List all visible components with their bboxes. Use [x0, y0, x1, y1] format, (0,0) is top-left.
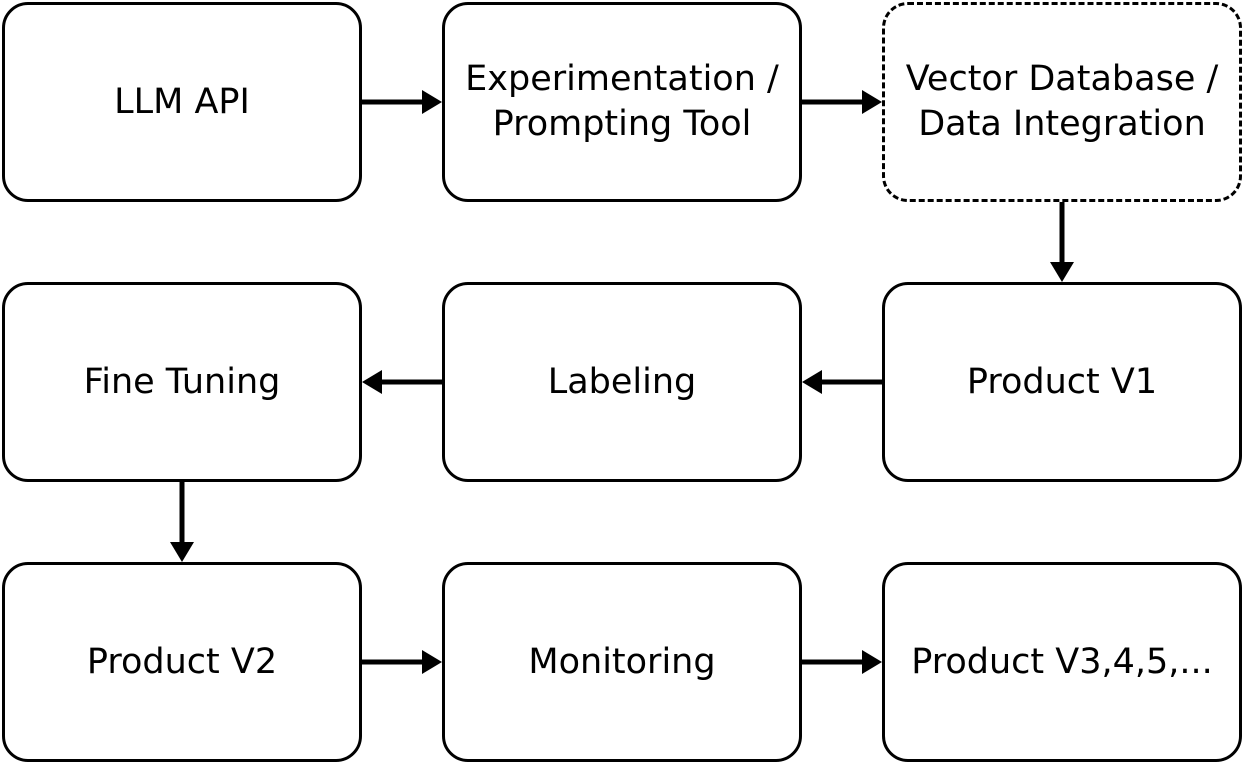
edge-labeling-to-fine-tuning	[362, 370, 442, 394]
edge-product-v1-to-labeling	[802, 370, 882, 394]
arrowhead-icon	[862, 90, 882, 114]
arrowhead-icon	[422, 650, 442, 674]
arrowhead-icon	[802, 370, 822, 394]
node-monitoring: Monitoring	[442, 562, 802, 762]
node-product-v1-label: Product V1	[966, 361, 1158, 402]
node-product-v1: Product V1	[882, 282, 1242, 482]
edge-product-v2-to-monitoring	[362, 650, 442, 674]
arrowhead-icon	[422, 90, 442, 114]
arrowhead-icon	[1050, 262, 1074, 282]
arrowhead-icon	[362, 370, 382, 394]
arrowhead-icon	[862, 650, 882, 674]
node-fine-tuning-label: Fine Tuning	[83, 361, 281, 402]
node-llm-api: LLM API	[2, 2, 362, 202]
node-labeling: Labeling	[442, 282, 802, 482]
node-product-v2-label: Product V2	[86, 641, 278, 682]
arrowhead-icon	[170, 542, 194, 562]
node-experimentation: Experimentation / Prompting Tool	[442, 2, 802, 202]
node-fine-tuning: Fine Tuning	[2, 282, 362, 482]
node-experimentation-label: Experimentation / Prompting Tool	[465, 59, 779, 144]
edge-llm-api-to-experimentation	[362, 90, 442, 114]
node-llm-api-label: LLM API	[114, 81, 250, 122]
node-product-v3: Product V3,4,5,...	[882, 562, 1242, 762]
edge-monitoring-to-product-v3	[802, 650, 882, 674]
node-monitoring-label: Monitoring	[528, 641, 716, 682]
edge-fine-tuning-to-product-v2	[170, 482, 194, 562]
node-labeling-label: Labeling	[547, 361, 697, 402]
node-vector-db: Vector Database / Data Integration	[882, 2, 1242, 202]
edge-experimentation-to-vector-db	[802, 90, 882, 114]
node-product-v3-label: Product V3,4,5,...	[911, 641, 1213, 682]
edge-vector-db-to-product-v1	[1050, 202, 1074, 282]
node-product-v2: Product V2	[2, 562, 362, 762]
node-vector-db-label: Vector Database / Data Integration	[905, 59, 1219, 144]
